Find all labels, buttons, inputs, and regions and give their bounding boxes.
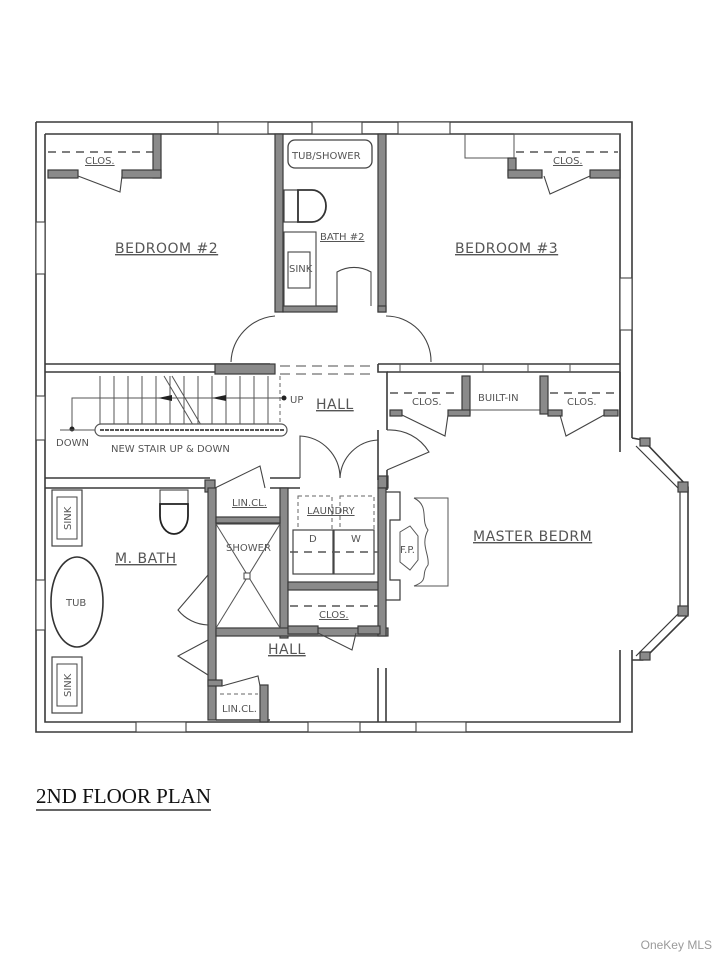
room-label-master-bedroom: MASTER BEDRM bbox=[473, 529, 592, 545]
hall-doors bbox=[214, 429, 430, 490]
label-closet-bedroom-3: CLOS. bbox=[553, 156, 583, 167]
label-shower: SHOWER bbox=[226, 543, 271, 554]
room-label-bath-2: BATH #2 bbox=[320, 232, 364, 243]
windows bbox=[35, 121, 633, 733]
stair bbox=[60, 375, 288, 437]
plan-title: 2ND FLOOR PLAN bbox=[36, 784, 212, 811]
label-fireplace: F.P. bbox=[400, 545, 415, 556]
label-sink-bottom: SINK bbox=[63, 673, 74, 697]
lower-walls bbox=[50, 487, 449, 723]
label-tub-shower: TUB/SHOWER bbox=[291, 151, 361, 162]
room-label-laundry: LAUNDRY bbox=[307, 506, 355, 517]
label-stair-down: DOWN bbox=[56, 438, 89, 449]
label-linen-closet-upper: LIN.CL. bbox=[232, 498, 267, 509]
room-label-bedroom-3: BEDROOM #3 bbox=[455, 241, 558, 257]
watermark: OneKey MLS bbox=[640, 938, 712, 952]
room-label-hall-lower: HALL bbox=[268, 642, 306, 658]
label-tub: TUB bbox=[65, 598, 86, 609]
label-closet-master-right: CLOS. bbox=[567, 397, 597, 408]
interior-walls bbox=[45, 133, 621, 493]
label-closet-hall: CLOS. bbox=[319, 610, 349, 621]
label-closet-bedroom-2: CLOS. bbox=[85, 156, 115, 167]
room-label-hall-upper: HALL bbox=[316, 397, 354, 413]
label-sink-top: SINK bbox=[63, 506, 74, 530]
label-linen-closet-lower: LIN.CL. bbox=[222, 704, 257, 715]
bath2-fixtures bbox=[230, 139, 432, 363]
room-label-master-bath: M. BATH bbox=[115, 551, 177, 567]
label-washer: W bbox=[351, 534, 361, 545]
label-stair: NEW STAIR UP & DOWN bbox=[111, 444, 230, 455]
label-closet-master-left: CLOS. bbox=[412, 397, 442, 408]
label-built-in: BUILT-IN bbox=[478, 393, 519, 404]
label-sink-bath-2: SINK bbox=[289, 264, 313, 275]
label-dryer: D bbox=[309, 534, 317, 545]
label-stair-up: UP bbox=[290, 395, 303, 406]
room-label-bedroom-2: BEDROOM #2 bbox=[115, 241, 218, 257]
room-labels: BEDROOM #2 BEDROOM #3 BATH #2 HALL MASTE… bbox=[56, 151, 597, 715]
